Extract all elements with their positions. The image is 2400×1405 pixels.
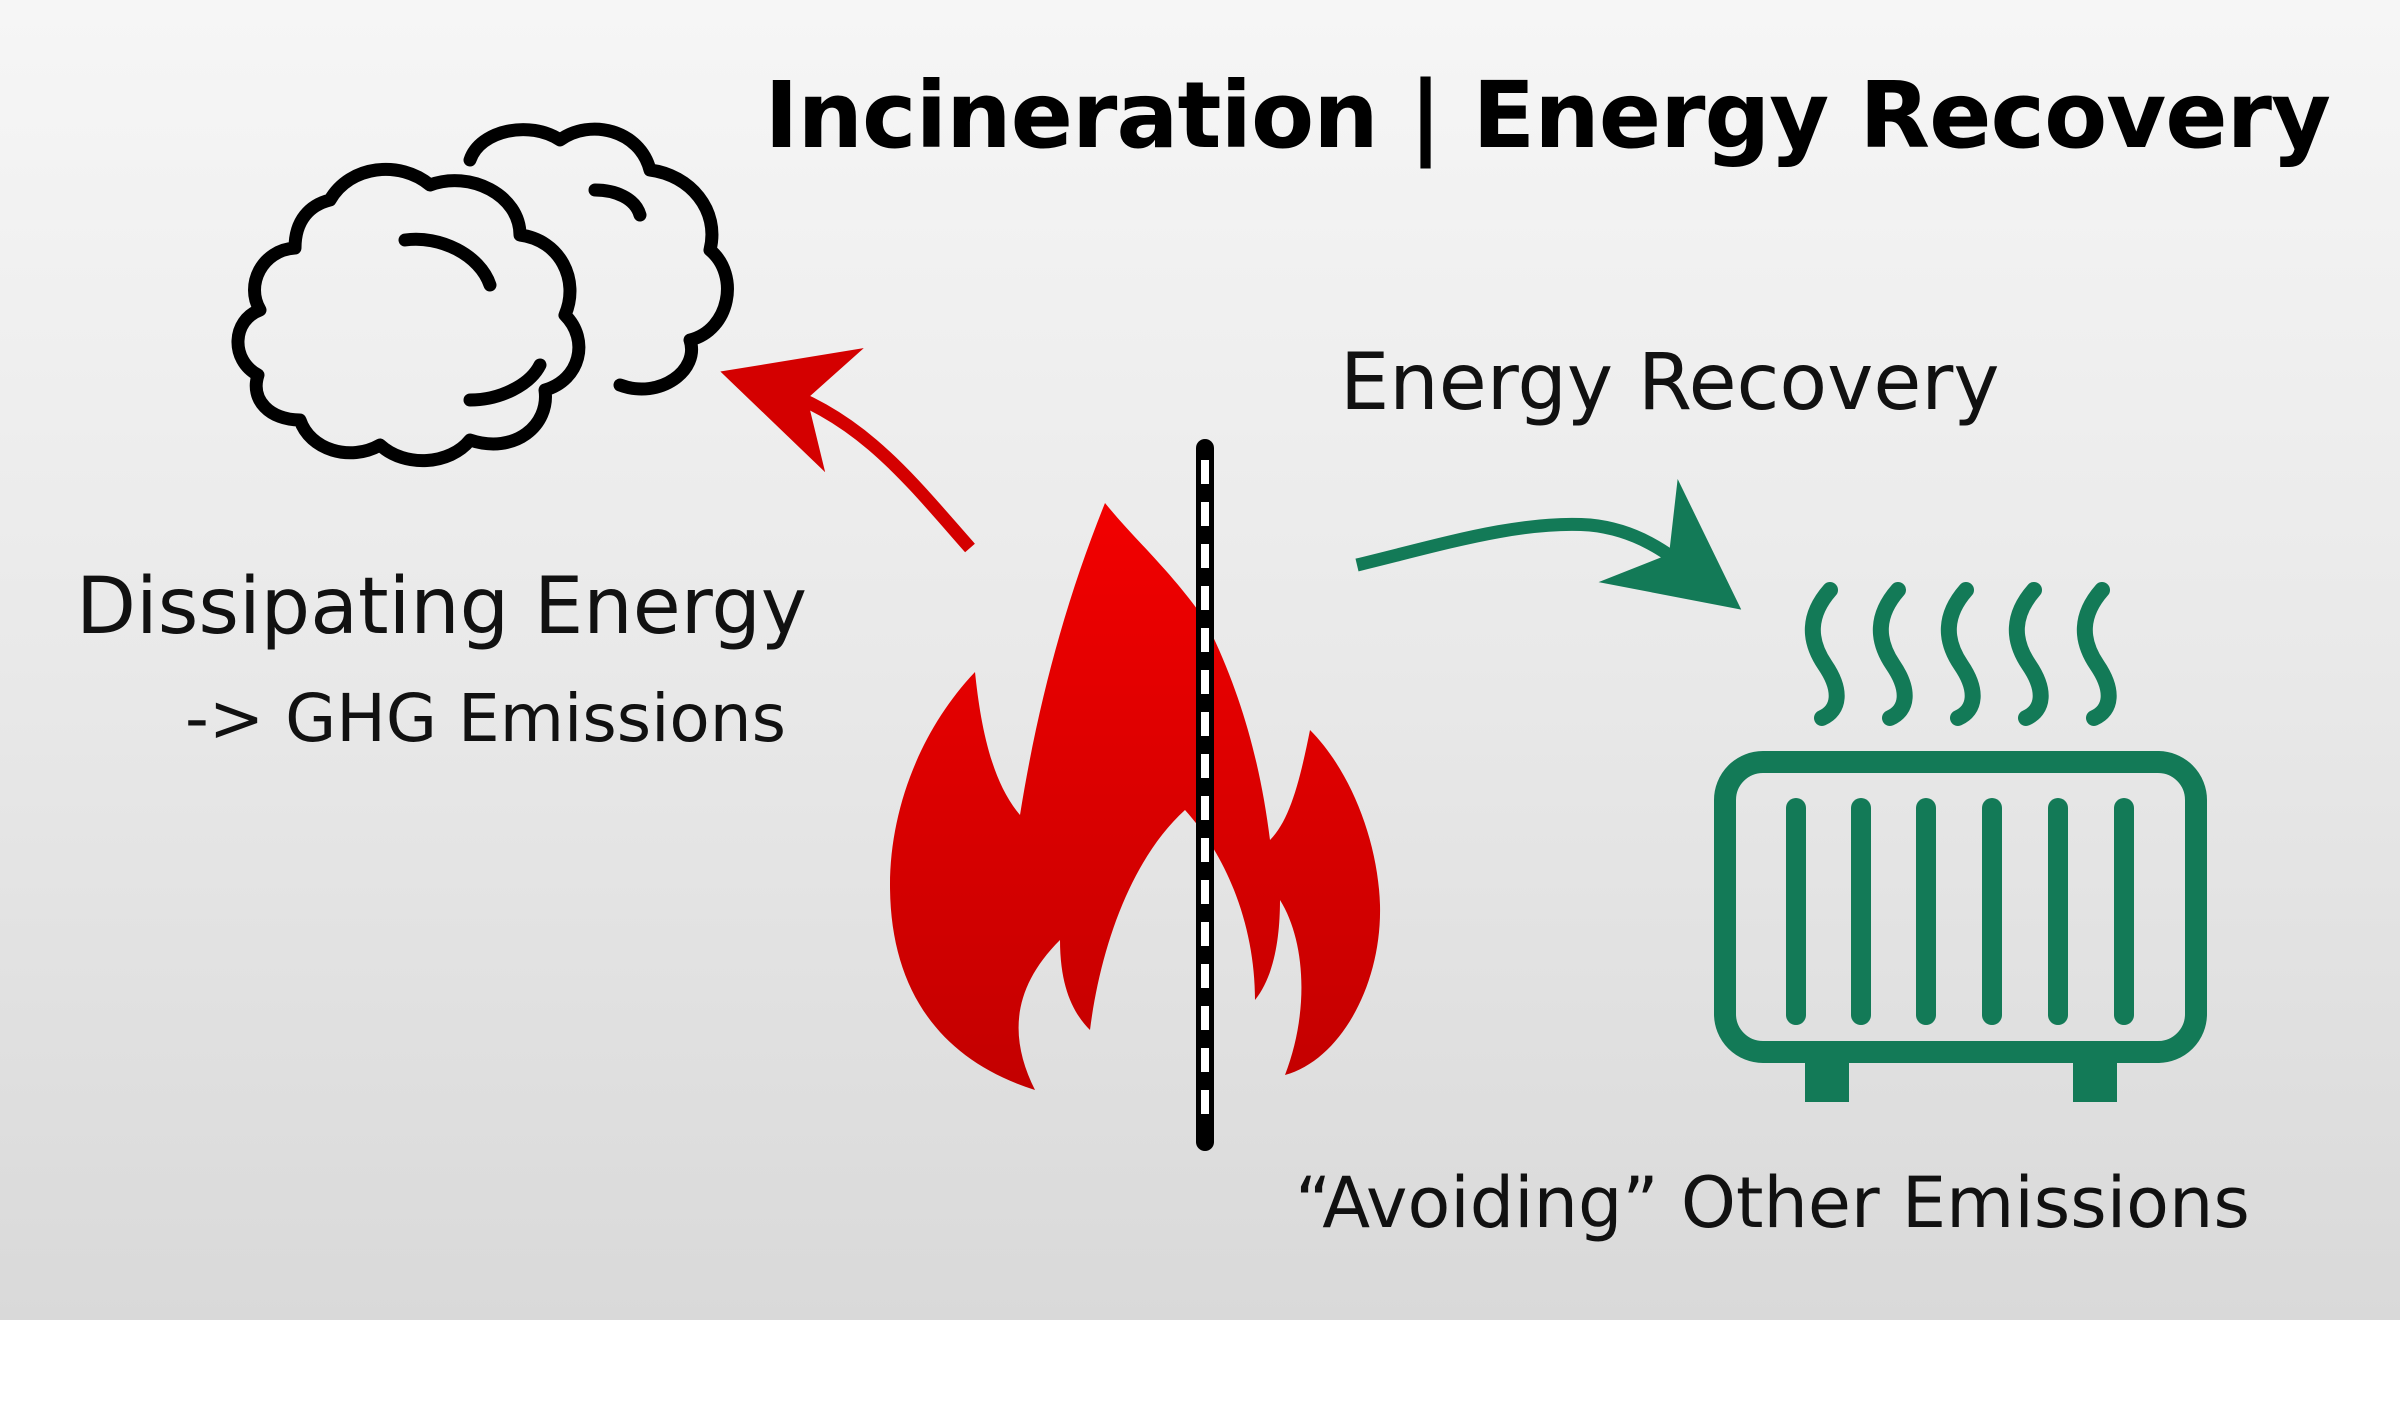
page-title: Incineration | Energy Recovery bbox=[764, 62, 2331, 169]
cloud-icon bbox=[231, 122, 734, 468]
ghg-emissions-label: -> GHG Emissions bbox=[185, 680, 787, 757]
slide: Incineration | Energy Recovery Energy Re… bbox=[0, 0, 2400, 1320]
energy-recovery-label: Energy Recovery bbox=[1340, 338, 2000, 428]
avoiding-emissions-label: “Avoiding” Other Emissions bbox=[1295, 1162, 2250, 1244]
red-arrow bbox=[720, 348, 975, 553]
radiator-icon bbox=[1714, 582, 2207, 1102]
diagram-art bbox=[231, 122, 2207, 1151]
dissipating-energy-label: Dissipating Energy bbox=[76, 562, 808, 652]
flame-icon bbox=[890, 503, 1381, 1090]
green-arrow bbox=[1355, 478, 1742, 610]
